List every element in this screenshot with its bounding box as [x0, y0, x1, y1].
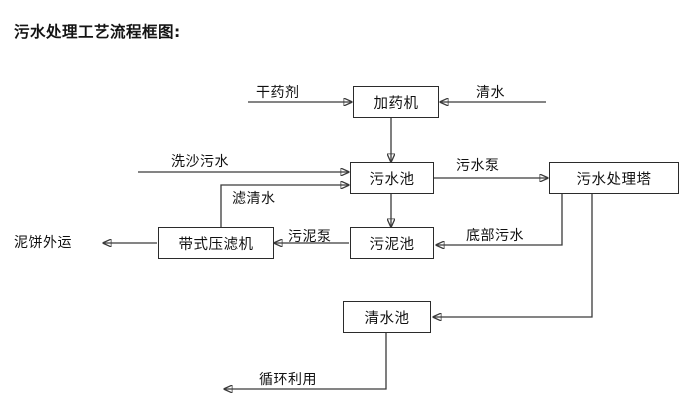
edge-label-sand-wash-sewage: 洗沙污水: [171, 154, 229, 170]
node-belt-filter-press-label: 带式压滤机: [178, 236, 254, 253]
node-dosing-machine-label: 加药机: [373, 95, 419, 112]
edge-label-filtrate-clear-water: 滤清水: [232, 191, 276, 207]
edge-label-clean-water-in: 清水: [476, 85, 505, 101]
edge-filtrate-to-sewage-pool: [220, 185, 349, 228]
node-belt-filter-press[interactable]: 带式压滤机: [158, 227, 274, 259]
edge-label-bottom-sewage: 底部污水: [466, 228, 524, 244]
node-sewage-pool[interactable]: 污水池: [350, 162, 434, 194]
node-treatment-tower[interactable]: 污水处理塔: [549, 162, 679, 194]
edge-tower-to-clean-water-pool: [433, 194, 593, 317]
edge-label-recycle-use: 循环利用: [259, 372, 317, 388]
terminal-label-mud-cake-out: 泥饼外运: [14, 235, 72, 251]
edge-label-dry-agent: 干药剂: [256, 85, 300, 101]
node-clean-water-pool[interactable]: 清水池: [343, 301, 431, 333]
page-title: 污水处理工艺流程框图:: [14, 23, 181, 41]
edge-clean-water-pool-to-recycle: [224, 332, 387, 389]
node-sewage-pool-label: 污水池: [369, 171, 415, 188]
node-treatment-tower-label: 污水处理塔: [576, 171, 652, 188]
edge-label-sewage-pump: 污水泵: [456, 158, 500, 174]
edge-tower-to-sludge-pool: [436, 194, 563, 245]
node-dosing-machine[interactable]: 加药机: [353, 86, 439, 118]
edge-label-sludge-pump: 污泥泵: [288, 229, 332, 245]
node-sludge-pool-label: 污泥池: [369, 236, 415, 253]
node-sludge-pool[interactable]: 污泥池: [350, 227, 434, 259]
node-clean-water-pool-label: 清水池: [364, 310, 410, 327]
